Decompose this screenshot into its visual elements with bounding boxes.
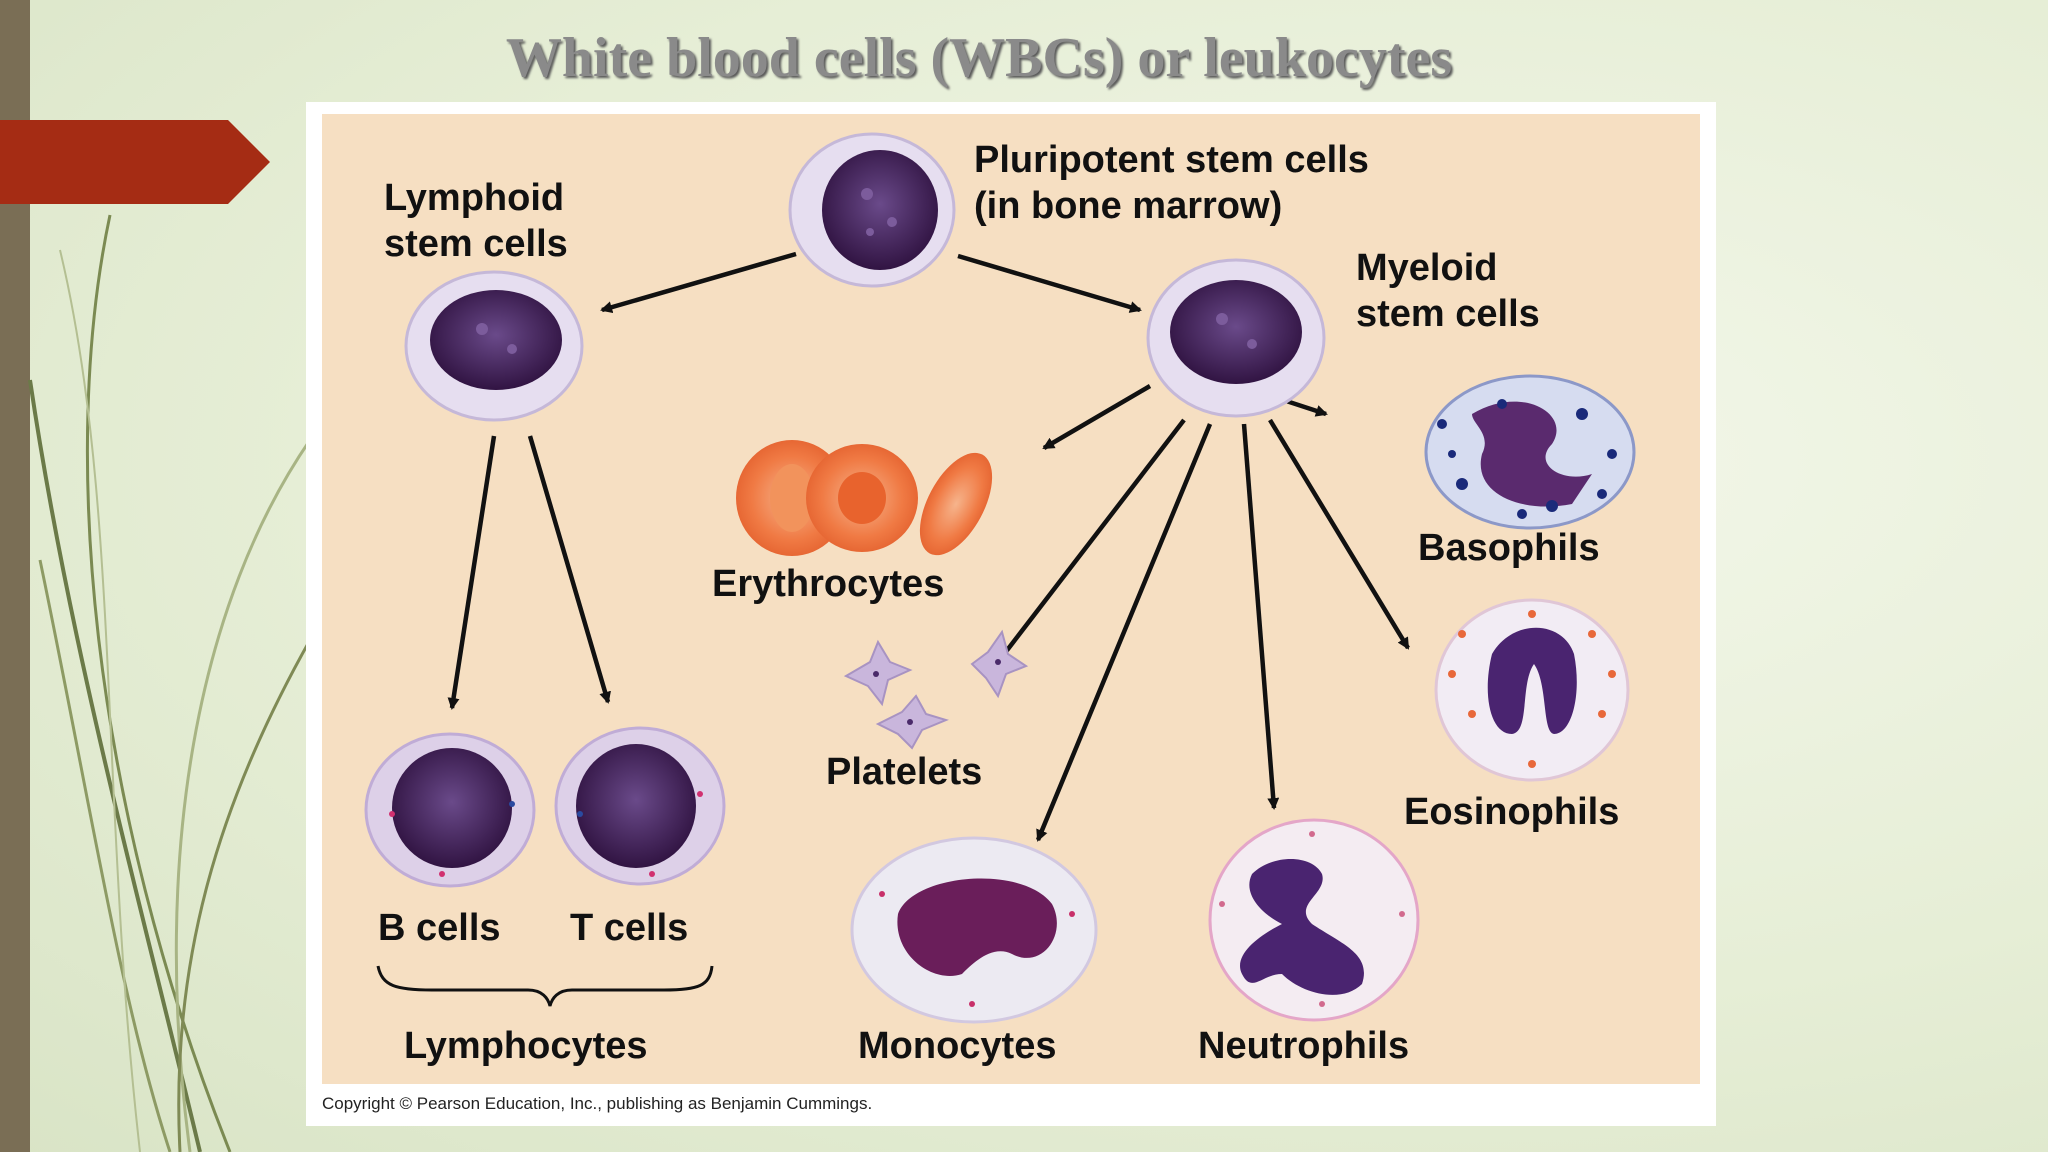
- erythrocytes-cells: [736, 440, 993, 556]
- label-pluripotent-line1: Pluripotent stem cells: [974, 139, 1369, 181]
- label-myeloid-line2: stem cells: [1356, 293, 1540, 335]
- lymphoid-stem-cell: [404, 270, 584, 422]
- label-basophils: Basophils: [1418, 527, 1600, 569]
- label-monocytes: Monocytes: [858, 1025, 1056, 1067]
- label-b-cells: B cells: [378, 907, 501, 949]
- neutrophil-cell: [1208, 818, 1420, 1022]
- label-lymphocytes: Lymphocytes: [404, 1025, 648, 1067]
- basophil-cell: [1424, 374, 1636, 530]
- slide-title: White blood cells (WBCs) or leukocytes: [505, 27, 1453, 89]
- figure-frame: Pluripotent stem cells (in bone marrow) …: [306, 102, 1716, 1126]
- myeloid-stem-cell: [1146, 258, 1326, 418]
- arrows: [447, 251, 1410, 842]
- b-cell: [364, 732, 536, 888]
- decorative-grass-lines: [28, 214, 312, 1152]
- label-pluripotent-line2: (in bone marrow): [974, 185, 1282, 227]
- arrow-tab-shape: [0, 120, 270, 204]
- diagram-canvas: Pluripotent stem cells (in bone marrow) …: [364, 132, 1636, 1067]
- copyright-notice: Copyright © Pearson Education, Inc., pub…: [322, 1094, 873, 1113]
- lymphocytes-brace: [376, 965, 714, 1007]
- eosinophil-cell: [1434, 598, 1630, 782]
- monocyte-cell: [850, 836, 1098, 1024]
- label-lymphoid-line1: Lymphoid: [384, 177, 564, 219]
- t-cell: [554, 726, 726, 886]
- hematopoiesis-diagram: Pluripotent stem cells (in bone marrow) …: [322, 114, 1700, 1084]
- label-platelets: Platelets: [826, 751, 982, 793]
- label-neutrophils: Neutrophils: [1198, 1025, 1409, 1067]
- label-erythrocytes: Erythrocytes: [712, 563, 944, 605]
- pluripotent-stem-cell: [788, 132, 956, 288]
- label-myeloid-line1: Myeloid: [1356, 247, 1497, 289]
- label-t-cells: T cells: [570, 907, 688, 949]
- label-lymphoid-line2: stem cells: [384, 223, 568, 265]
- platelets-cells: [843, 629, 1029, 750]
- label-eosinophils: Eosinophils: [1404, 791, 1619, 833]
